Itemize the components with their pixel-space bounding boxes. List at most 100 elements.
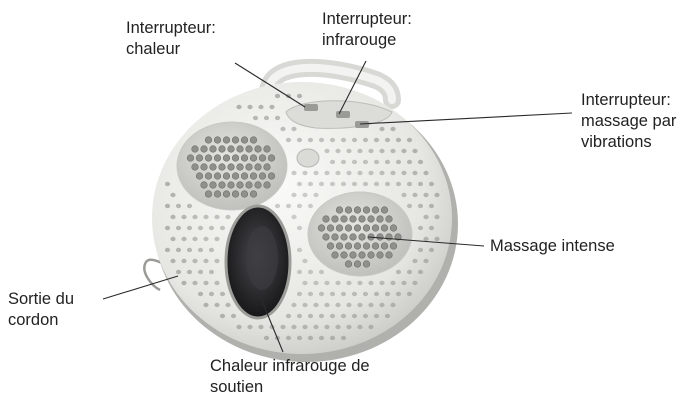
dimple [319,292,324,296]
dimple [374,138,379,142]
dimple [313,281,318,285]
dimple [181,237,186,241]
dimple [346,171,351,175]
dimple [429,248,434,252]
massage-nub [228,182,235,189]
massage-nub [264,146,271,153]
dimple [412,171,417,175]
massage-nub [381,207,388,214]
dimple [187,248,192,252]
dimple [401,149,406,153]
massage-nub [318,225,325,232]
dimple [297,292,302,296]
dimple [264,336,269,340]
dimple [275,94,280,98]
massage-nub [264,182,271,189]
dimple [341,182,346,186]
dimple [170,193,175,197]
dimple [291,171,296,175]
massage-nub [223,173,230,180]
massage-nub [390,243,397,250]
massage-nub [354,207,361,214]
massage-nub [250,137,257,144]
massage-nub [250,155,257,162]
dimple [357,171,362,175]
dimple [291,127,296,131]
dimple [308,292,313,296]
dimple [170,259,175,263]
dimple [418,248,423,252]
dimple [302,281,307,285]
dimple [346,325,351,329]
dimple [396,160,401,164]
massage-nub [386,252,393,259]
dimple [434,237,439,241]
dimple [192,215,197,219]
dimple [302,171,307,175]
dimple [423,259,428,263]
massage-nub [210,182,217,189]
dimple [390,171,395,175]
massage-nub [232,137,239,144]
dimple [330,292,335,296]
dimple [198,270,203,274]
heat-switch-button [304,104,318,111]
dimple [192,259,197,263]
dimple [379,281,384,285]
dimple [286,336,291,340]
massage-nub [372,207,379,214]
dimple [198,248,203,252]
massage-nub [214,191,221,198]
massage-nub [241,173,248,180]
dimple [192,281,197,285]
dimple [225,303,230,307]
dimple [220,226,225,230]
dimple [192,237,197,241]
dimple [319,270,324,274]
dimple [412,281,417,285]
massage-nub [237,164,244,171]
massage-nub [255,146,262,153]
dimple [198,226,203,230]
label-infrared-switch: Interrupteur: infrarouge [322,9,412,51]
dimple [297,226,302,230]
massage-nub [232,155,239,162]
dimple [319,314,324,318]
dimple [352,292,357,296]
dimple [390,281,395,285]
massage-nub [210,146,217,153]
dimple [324,149,329,153]
leader-cord-outlet [103,276,178,299]
dimple [335,171,340,175]
dimple [374,314,379,318]
label-infrared-switch-line: Interrupteur: [322,9,412,30]
massage-nub [363,243,370,250]
dimple [187,204,192,208]
massage-nub [377,252,384,259]
massage-nub [219,164,226,171]
dimple [225,215,230,219]
dimple [308,138,313,142]
massage-nub [232,191,239,198]
label-heat-switch: Interrupteur: chaleur [126,18,216,60]
label-infrared-switch-line: infrarouge [322,30,412,51]
dimple [423,237,428,241]
dimple [418,270,423,274]
dimple [368,303,373,307]
dimple [379,171,384,175]
massage-nub [336,243,343,250]
label-cord-outlet-line: cordon [8,310,74,331]
dimple [396,270,401,274]
dimple [407,292,412,296]
dimple [203,303,208,307]
massage-nub [354,243,361,250]
massage-nub [381,225,388,232]
massage-nub [255,164,262,171]
massage-nub [268,173,275,180]
massage-nub [323,216,330,223]
dimple [412,259,417,263]
dimple [330,138,335,142]
dimple [247,325,252,329]
dimple [357,303,362,307]
dimple [209,292,214,296]
